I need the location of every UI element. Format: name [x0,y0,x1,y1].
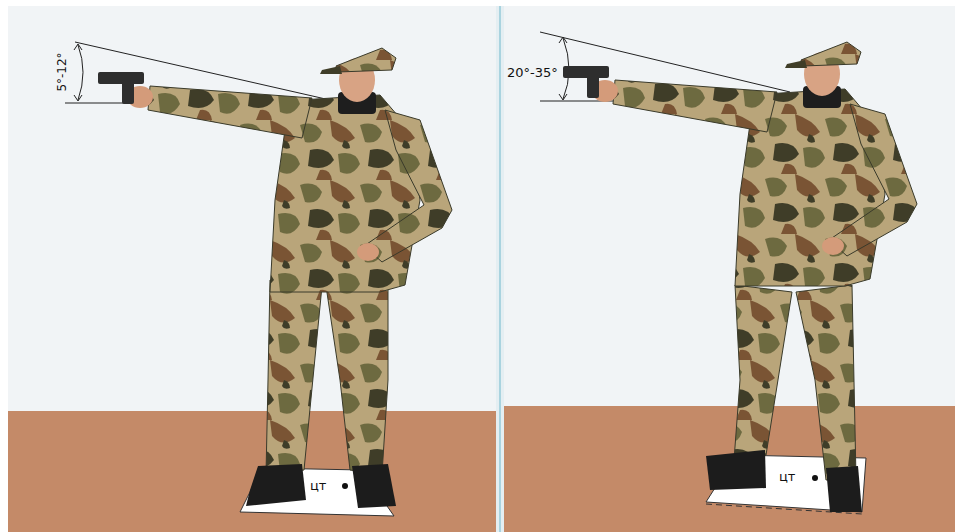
soldier-figure [563,42,917,512]
center-of-gravity [342,483,348,489]
wall [8,6,496,411]
divider-line [499,6,501,532]
angle-label: 5°-12° [56,52,68,91]
cg-label: цт [310,479,326,492]
angle-label: 20°-35° [507,66,558,79]
floor [504,406,955,532]
cg-label: цт [779,470,795,483]
center-of-gravity [812,475,818,481]
floor [8,411,496,532]
soldier-figure [98,48,452,508]
wall [504,6,955,406]
divider [496,6,504,532]
